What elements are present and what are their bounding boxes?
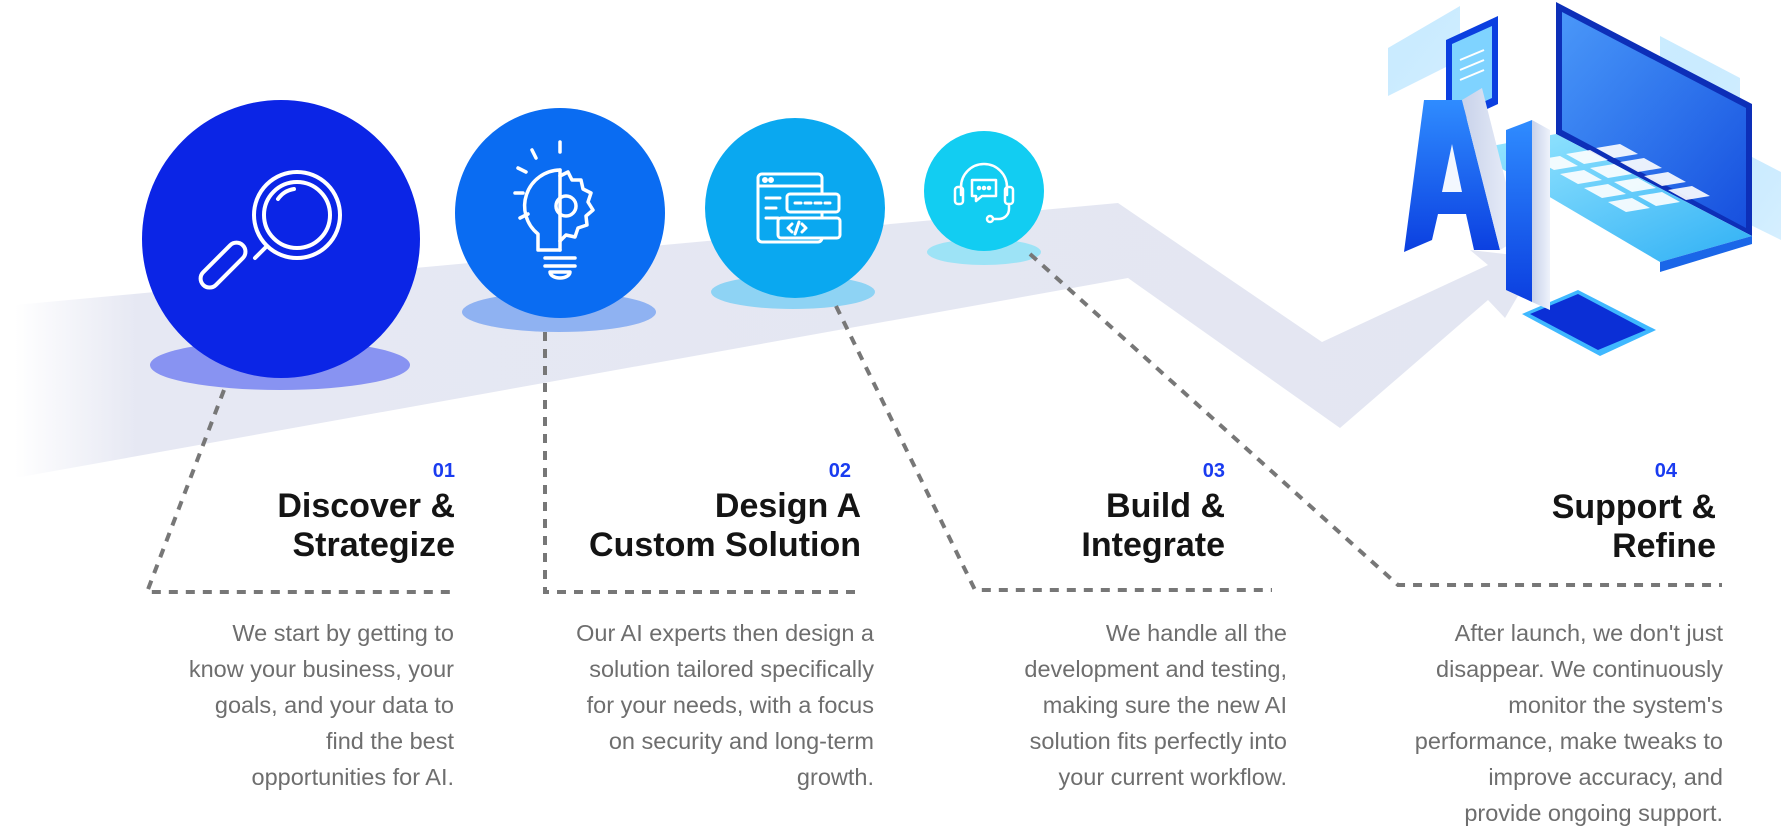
ai-logo-letters: [1404, 88, 1550, 310]
lightbulb-gear-icon: [513, 140, 595, 280]
connector-4: [1028, 252, 1722, 587]
dashed-connectors: [144, 252, 1722, 594]
tablet-device: [1522, 290, 1656, 356]
step-1-circle: [142, 100, 420, 378]
magnifier-icon: [198, 170, 342, 290]
step-3-circle: [705, 118, 885, 298]
code-window-icon: [756, 172, 842, 244]
connector-2: [543, 332, 862, 594]
step-4-circle: [924, 131, 1044, 251]
keyboard-keys: [1536, 144, 1710, 212]
step-2-circle: [455, 108, 665, 318]
headset-support-icon: [953, 162, 1015, 224]
circle-shadow-4: [927, 239, 1041, 265]
glass-panel: [1388, 6, 1460, 96]
ai-laptop-illustration: [1388, 2, 1781, 356]
connector-1: [144, 389, 452, 594]
connector-3: [834, 305, 1272, 592]
